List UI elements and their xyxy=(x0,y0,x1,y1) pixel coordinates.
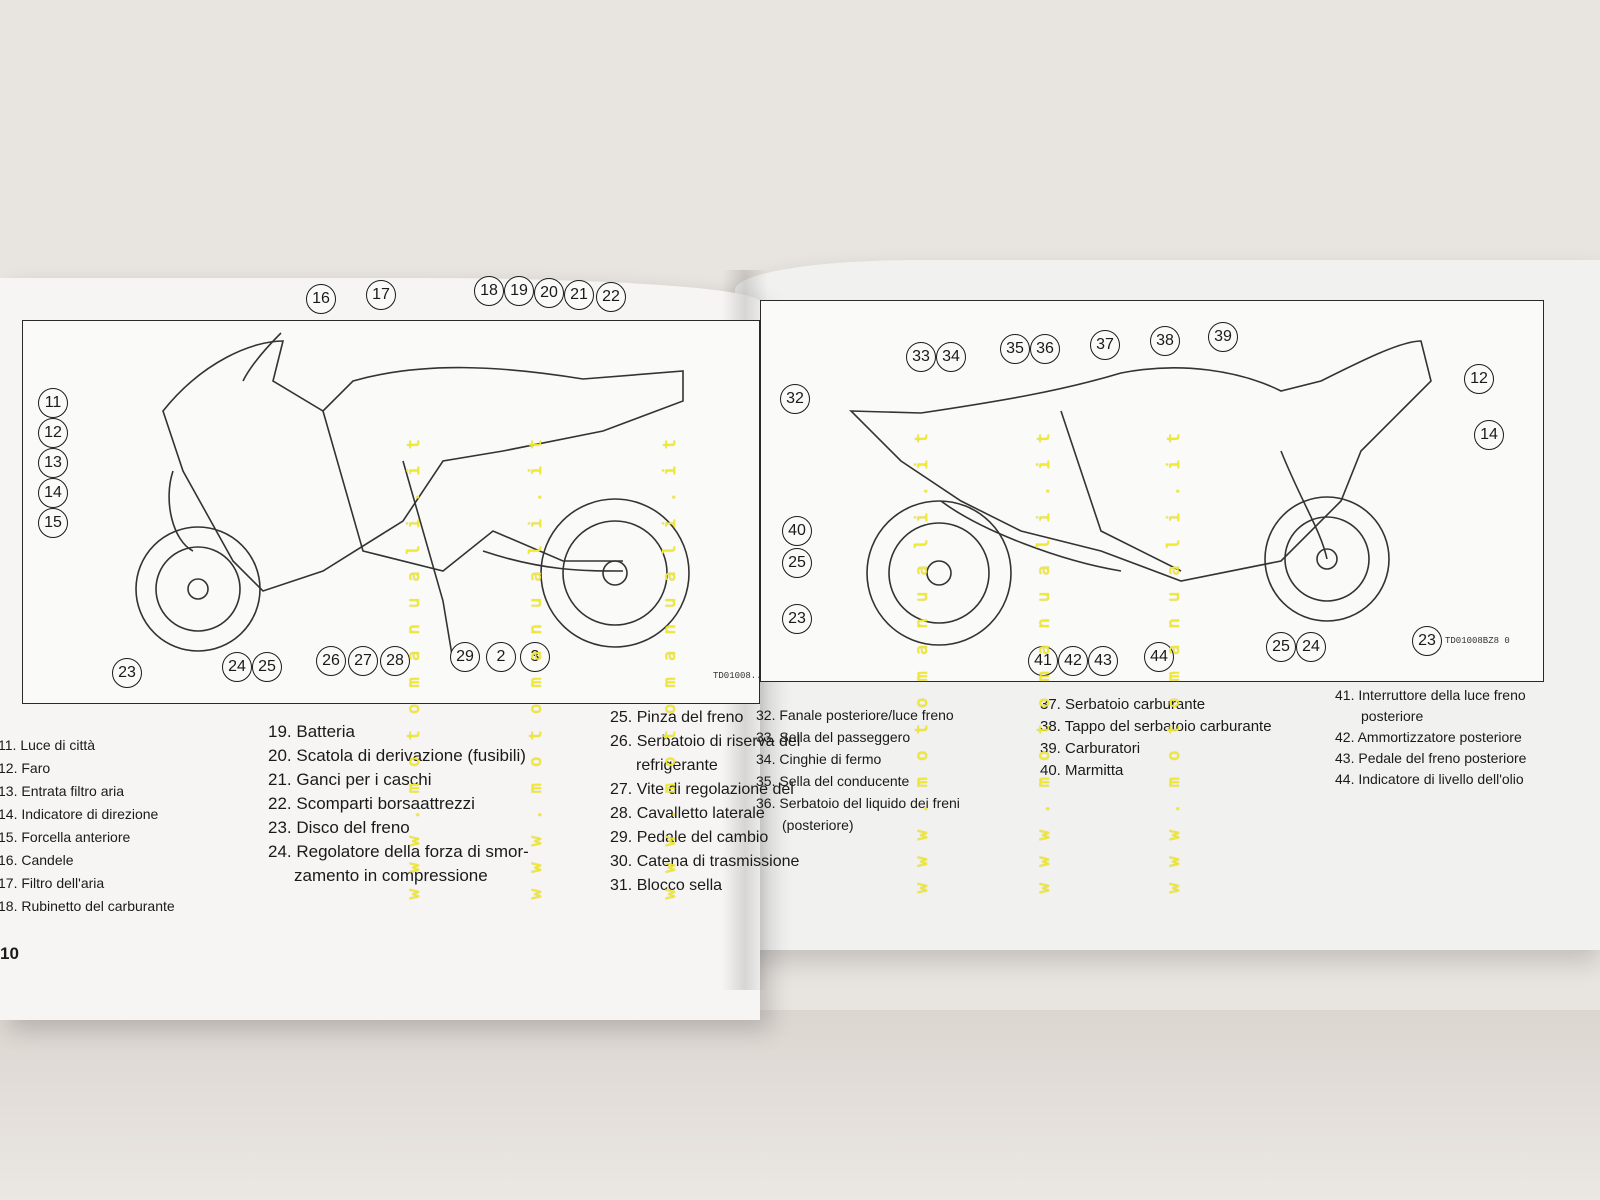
legend-item: 21. Ganci per i caschi xyxy=(268,770,432,789)
callout-34: 34 xyxy=(936,342,966,372)
legend-item: 18. Rubinetto del carburante xyxy=(0,898,175,914)
callout-27: 27 xyxy=(348,646,378,676)
callout-14: 14 xyxy=(38,478,68,508)
watermark: w w w . m o t o m a n u a l i . i t xyxy=(660,436,680,900)
callout-24-right: 24 xyxy=(1296,632,1326,662)
callout-23: 23 xyxy=(112,658,142,688)
callout-25: 25 xyxy=(252,652,282,682)
callout-20: 20 xyxy=(534,278,564,308)
right-diagram-code: TD01008BZ8 0 xyxy=(1445,636,1510,646)
watermark: w w w . m o t o m a n u a l i . i t xyxy=(1164,430,1184,894)
legend-item: 31. Blocco sella xyxy=(610,877,723,894)
legend-item-continuation: (posteriore) xyxy=(782,817,854,833)
legend-item: 38. Tappo del serbatoio carburante xyxy=(1040,718,1272,735)
legend-item: 24. Regolatore della forza di smor- xyxy=(268,842,529,861)
legend-item: 14. Indicatore di direzione xyxy=(0,806,159,822)
callout-33: 33 xyxy=(906,342,936,372)
legend-item: 34. Cinghie di fermo xyxy=(756,751,882,767)
legend-item: 26. Serbatoio di riserva del xyxy=(610,733,801,750)
legend-item: 25. Pinza del freno xyxy=(610,709,744,726)
callout-23-right-b: 23 xyxy=(1412,626,1442,656)
legend-item-continuation: posteriore xyxy=(1361,708,1424,724)
callout-32: 32 xyxy=(780,384,810,414)
callout-13: 13 xyxy=(38,448,68,478)
page-number: 10 xyxy=(0,944,19,963)
callout-44: 44 xyxy=(1144,642,1174,672)
callout-12-right: 12 xyxy=(1464,364,1494,394)
callout-17: 17 xyxy=(366,280,396,310)
legend-item: 11. Luce di città xyxy=(0,737,96,753)
legend-column-4: 32. Fanale posteriore/luce freno 33. Sel… xyxy=(756,704,960,836)
legend-column-1: 11. Luce di città 12. Faro 13. Entrata f… xyxy=(0,734,175,918)
right-motorcycle-diagram: TD01008BZ8 0 xyxy=(760,300,1544,682)
legend-column-6: 41. Interruttore della luce freno poster… xyxy=(1335,685,1526,790)
legend-item: 17. Filtro dell'aria xyxy=(0,875,105,891)
watermark: w w w . m o t o m a n u a l i . i t xyxy=(526,436,546,900)
legend-item: 16. Candele xyxy=(0,852,74,868)
legend-item: 28. Cavalletto laterale xyxy=(610,805,765,822)
legend-column-2: 19. Batteria 20. Scatola di derivazione … xyxy=(268,720,529,888)
left-motorcycle-diagram: TD01008.. xyxy=(22,320,760,704)
callout-39: 39 xyxy=(1208,322,1238,352)
callout-18: 18 xyxy=(474,276,504,306)
watermark: w w w . m o t o m a n u a l i . i t xyxy=(404,436,424,900)
legend-item-continuation: refrigerante xyxy=(636,757,718,774)
callout-35: 35 xyxy=(1000,334,1030,364)
legend-item: 15. Forcella anteriore xyxy=(0,829,131,845)
callout-37: 37 xyxy=(1090,330,1120,360)
callout-29: 29 xyxy=(450,642,480,672)
legend-item: 36. Serbatoio del liquido dei freni xyxy=(756,795,960,811)
callout-21: 21 xyxy=(564,280,594,310)
callout-38: 38 xyxy=(1150,326,1180,356)
callout-23-right-a: 23 xyxy=(782,604,812,634)
callout-42: 42 xyxy=(1058,646,1088,676)
legend-item: 42. Ammortizzatore posteriore xyxy=(1335,729,1522,745)
callout-43: 43 xyxy=(1088,646,1118,676)
legend-item: 13. Entrata filtro aria xyxy=(0,783,125,799)
callout-26: 26 xyxy=(316,646,346,676)
callout-24: 24 xyxy=(222,652,252,682)
legend-item: 43. Pedale del freno posteriore xyxy=(1335,750,1527,766)
callout-15: 15 xyxy=(38,508,68,538)
legend-column-3: 25. Pinza del freno 26. Serbatoio di ris… xyxy=(610,706,800,898)
legend-item: 22. Scomparti borsaattrezzi xyxy=(268,794,475,813)
watermark: w w w . m o t o m a n u a l i . i t xyxy=(912,430,932,894)
legend-item: 33. Sella del passeggero xyxy=(756,729,911,745)
callout-2: 2 xyxy=(486,642,516,672)
legend-item: 37. Serbatoio carburante xyxy=(1040,696,1206,713)
left-diagram-code: TD01008.. xyxy=(713,671,760,681)
legend-item: 44. Indicatore di livello dell'olio xyxy=(1335,771,1524,787)
left-motorcycle-drawing xyxy=(135,332,690,662)
callout-3: 3 xyxy=(520,642,550,672)
table-surface xyxy=(0,1010,1600,1200)
callout-40: 40 xyxy=(782,516,812,546)
legend-item: 23. Disco del freno xyxy=(268,818,410,837)
legend-item: 40. Marmitta xyxy=(1040,762,1124,779)
legend-item: 39. Carburatori xyxy=(1040,740,1141,757)
legend-item: 32. Fanale posteriore/luce freno xyxy=(756,707,954,723)
callout-41: 41 xyxy=(1028,646,1058,676)
legend-column-5: 37. Serbatoio carburante 38. Tappo del s… xyxy=(1040,694,1272,782)
legend-item: 30. Catena di trasmissione xyxy=(610,853,800,870)
callout-28: 28 xyxy=(380,646,410,676)
callout-25-right-a: 25 xyxy=(782,548,812,578)
legend-item: 29. Pedale del cambio xyxy=(610,829,769,846)
legend-item: 19. Batteria xyxy=(268,722,355,741)
legend-item-continuation: zamento in compressione xyxy=(294,866,488,885)
watermark: w w w . m o t o m a n u a l i . i t xyxy=(1034,430,1054,894)
callout-22: 22 xyxy=(596,282,626,312)
legend-item: 27. Vite di regolazione del xyxy=(610,781,794,798)
callout-36: 36 xyxy=(1030,334,1060,364)
callout-14-right: 14 xyxy=(1474,420,1504,450)
callout-11: 11 xyxy=(38,388,68,418)
callout-25-right-b: 25 xyxy=(1266,632,1296,662)
legend-item: 20. Scatola di derivazione (fusibili) xyxy=(268,746,526,765)
callout-16: 16 xyxy=(306,284,336,314)
right-motorcycle-drawing xyxy=(849,340,1432,646)
legend-item: 41. Interruttore della luce freno xyxy=(1335,687,1526,703)
legend-item: 35. Sella del conducente xyxy=(756,773,910,789)
callout-12: 12 xyxy=(38,418,68,448)
callout-19: 19 xyxy=(504,276,534,306)
legend-item: 12. Faro xyxy=(0,760,51,776)
